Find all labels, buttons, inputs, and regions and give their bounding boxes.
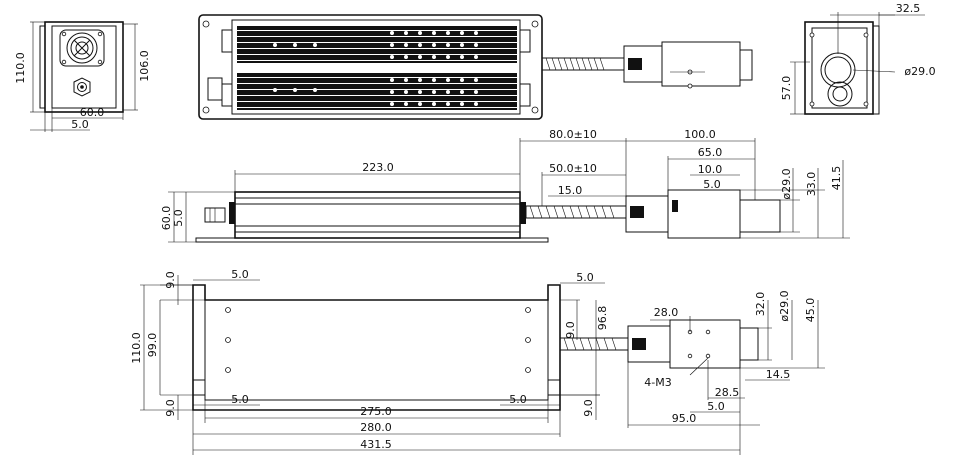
dim-106-label: 106.0	[138, 50, 151, 82]
dim-14-5-label: 14.5	[766, 368, 791, 381]
dim-431-5-label: 431.5	[360, 438, 392, 451]
dim-41-5-label: 41.5	[830, 166, 843, 191]
dim-10-label: 10.0	[698, 163, 723, 176]
bottom-view-unit: 9.0 5.0 5.0 110.0 99.0 9.0 96.8 28.0 32.…	[130, 268, 825, 455]
dim-45-label: 45.0	[804, 298, 817, 323]
dim-9-br-label: 9.0	[582, 399, 595, 417]
dim-110-bottom-label: 110.0	[130, 332, 143, 364]
dim-15-label: 15.0	[558, 184, 583, 197]
dim-9-r-label: 9.0	[564, 321, 577, 339]
dim-9-tl-label: 9.0	[164, 271, 177, 289]
side-view-output: 32.5 ø29.0 57.0	[780, 2, 936, 115]
dim-60-label: 60.0	[80, 106, 105, 119]
dim-28-label: 28.0	[654, 306, 679, 319]
dim-32-5-label: 32.5	[896, 2, 921, 15]
dim-223-label: 223.0	[362, 161, 394, 174]
end-view-fan-side: 110.0 106.0 60.0 5.0	[14, 21, 151, 132]
dim-57-label: 57.0	[780, 76, 793, 101]
dim-60-front-label: 60.0	[160, 206, 173, 231]
dim-110-label: 110.0	[14, 52, 27, 84]
dim-dia29-bottom-label: ø29.0	[778, 290, 791, 321]
dim-5-br-label: 5.0	[509, 393, 527, 406]
dim-100-label: 100.0	[684, 128, 716, 141]
dim-80-label: 80.0±10	[549, 128, 597, 141]
dim-5-side-label: 5.0	[172, 209, 185, 227]
front-view-unit: 80.0±10 100.0 223.0 65.0 50.0±10 10.0 5.…	[160, 128, 850, 243]
dim-280-label: 280.0	[360, 421, 392, 434]
dim-5-front-label: 5.0	[703, 178, 721, 191]
plan-view-unit	[198, 14, 753, 120]
dim-28-5-label: 28.5	[715, 386, 740, 399]
dim-275-label: 275.0	[360, 405, 392, 418]
dim-9-bl-label: 9.0	[164, 399, 177, 417]
dim-5-head-label: 5.0	[707, 400, 725, 413]
dim-dia29-label: ø29.0	[904, 65, 935, 78]
dim-5-tl-label: 5.0	[231, 268, 249, 281]
dim-50-label: 50.0±10	[549, 162, 597, 175]
dim-5-tr-label: 5.0	[576, 271, 594, 284]
cable-gland-icon	[73, 77, 91, 97]
dim-33-label: 33.0	[805, 172, 818, 197]
dim-dia29-front-label: ø29.0	[780, 168, 793, 199]
dim-65-label: 65.0	[698, 146, 723, 159]
fan-icon	[827, 81, 853, 107]
dim-4-m3-label: 4-M3	[644, 376, 671, 389]
dim-95-label: 95.0	[672, 412, 697, 425]
dim-99-label: 99.0	[146, 333, 159, 358]
dim-5-bl-label: 5.0	[231, 393, 249, 406]
fan-icon	[59, 29, 105, 67]
dim-5-label: 5.0	[71, 118, 89, 131]
dim-32-label: 32.0	[754, 292, 767, 317]
dim-96-8-label: 96.8	[596, 306, 609, 331]
